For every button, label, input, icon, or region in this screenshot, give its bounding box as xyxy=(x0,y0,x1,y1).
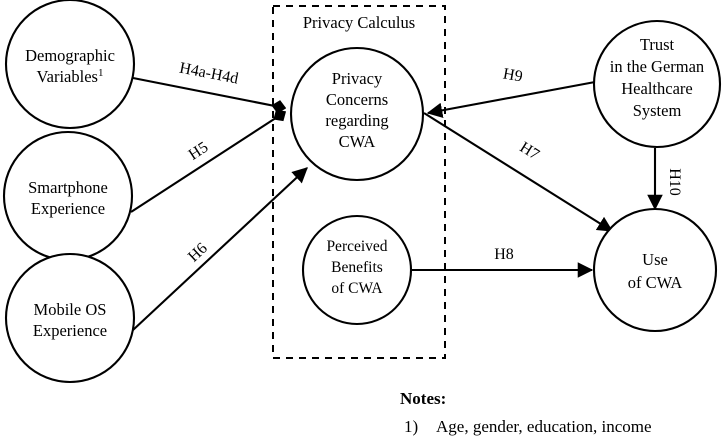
edge-h4-line xyxy=(132,76,287,114)
edge-h9-label: H9 xyxy=(502,65,524,85)
node-demographic-variables[interactable]: Demographic Variables1 xyxy=(4,0,136,130)
edge-h9-line xyxy=(426,80,596,119)
notes-heading: Notes: xyxy=(400,389,446,408)
node-mobile-os-label-2: Experience xyxy=(33,321,107,340)
node-mobile-os-circle[interactable] xyxy=(4,252,136,384)
node-smartphone-label-1: Smartphone xyxy=(28,178,108,197)
privacy-calculus-group-box xyxy=(272,5,446,359)
node-demographic-label-2: Variables1 xyxy=(37,67,104,86)
node-trust-label-1: Trust xyxy=(640,35,675,54)
notes-item-marker: 1) xyxy=(404,417,418,436)
node-privacy-concerns-label-4: CWA xyxy=(339,132,376,151)
node-trust-circle[interactable] xyxy=(592,19,722,149)
node-privacy-concerns-circle[interactable] xyxy=(289,46,425,182)
privacy-calculus-title: Privacy Calculus xyxy=(303,13,415,32)
edge-h8-label: H8 xyxy=(494,246,514,263)
node-privacy-concerns-label-2: Concerns xyxy=(326,90,388,109)
node-perceived-benefits-circle[interactable] xyxy=(301,214,413,326)
node-demographic-label-1: Demographic xyxy=(25,46,115,65)
node-perceived-benefits-label-1: Perceived xyxy=(326,238,387,255)
node-perceived-benefits[interactable]: Perceived Benefits of CWA xyxy=(301,214,413,326)
node-perceived-benefits-label-3: of CWA xyxy=(331,280,383,297)
edge-h5-line xyxy=(130,109,287,213)
node-trust-label-2: in the German xyxy=(610,57,704,76)
node-mobile-os-experience[interactable]: Mobile OS Experience xyxy=(4,252,136,384)
edge-h10-label: H10 xyxy=(666,168,683,196)
edge-h5-label: H5 xyxy=(186,139,212,164)
node-privacy-concerns-label-1: Privacy xyxy=(332,69,383,88)
notes-item-text: Age, gender, education, income xyxy=(436,417,652,436)
node-privacy-concerns[interactable]: Privacy Concerns regarding CWA xyxy=(289,46,425,182)
node-trust-healthcare-system[interactable]: Trust in the German Healthcare System xyxy=(592,19,722,149)
node-demographic-circle[interactable] xyxy=(4,0,136,130)
edge-h6-line xyxy=(132,167,308,331)
edge-h7-label: H7 xyxy=(517,139,543,164)
node-use-of-cwa-label-2: of CWA xyxy=(628,273,683,292)
node-trust-label-4: System xyxy=(633,101,682,120)
node-mobile-os-label-1: Mobile OS xyxy=(34,300,107,319)
node-use-of-cwa-circle[interactable] xyxy=(592,207,718,333)
node-use-of-cwa[interactable]: Use of CWA xyxy=(592,207,718,333)
node-perceived-benefits-label-2: Benefits xyxy=(331,259,383,276)
node-trust-label-3: Healthcare xyxy=(621,79,692,98)
node-smartphone-label-2: Experience xyxy=(31,199,105,218)
node-privacy-concerns-label-3: regarding xyxy=(325,111,388,130)
edge-h4-label: H4a-H4d xyxy=(178,60,240,88)
node-smartphone-experience[interactable]: Smartphone Experience xyxy=(2,130,134,262)
edge-h7-line xyxy=(423,112,614,232)
node-use-of-cwa-label-1: Use xyxy=(642,250,668,269)
